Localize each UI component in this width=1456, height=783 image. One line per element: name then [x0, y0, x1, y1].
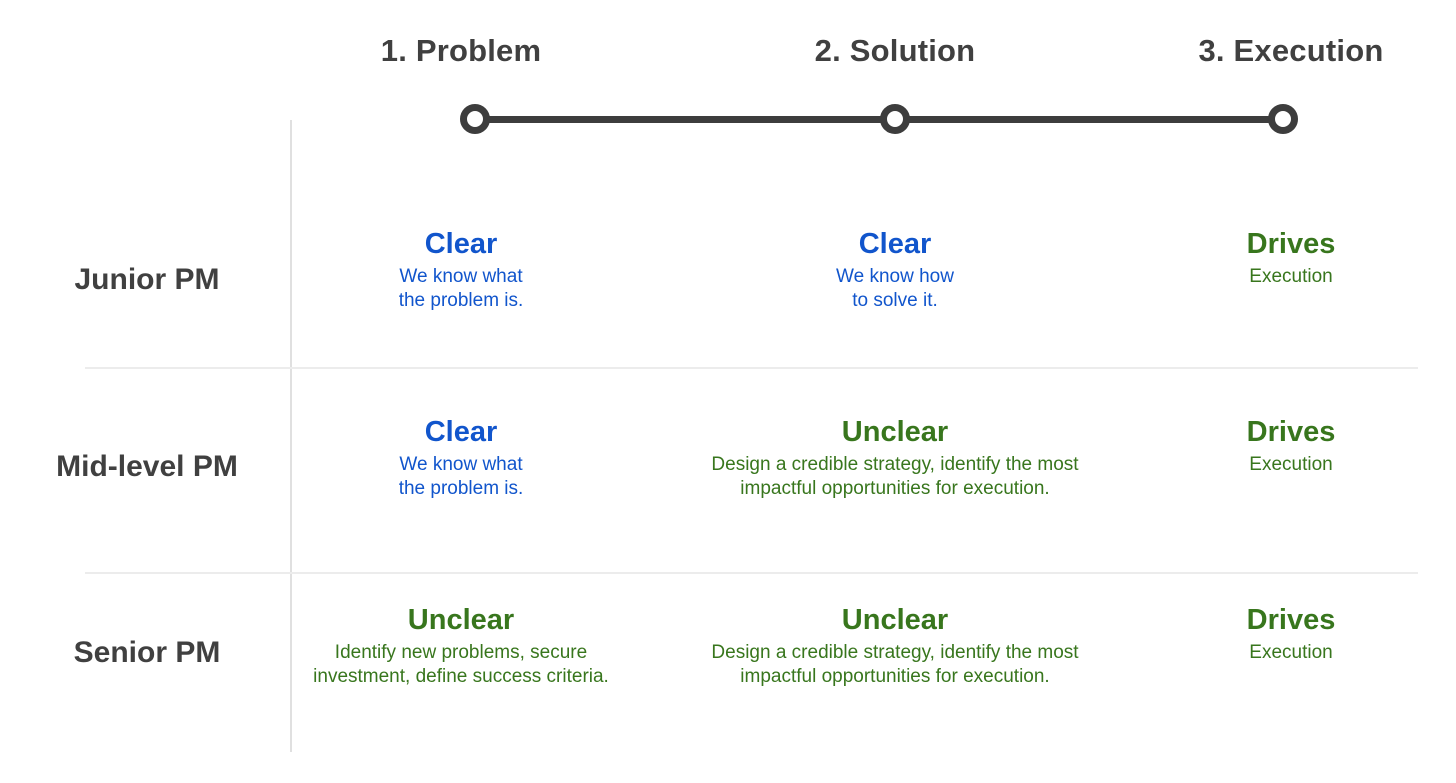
- cell-junior-execution: Drives Execution: [1141, 226, 1441, 289]
- cell-senior-problem: Unclear Identify new problems, secure in…: [241, 602, 681, 689]
- cell-status: Unclear: [841, 416, 949, 448]
- cell-junior-problem: Clear We know what the problem is.: [241, 226, 681, 313]
- cell-mid-solution: Unclear Design a credible strategy, iden…: [645, 414, 1145, 501]
- row-label-senior-pm: Senior PM: [73, 636, 221, 669]
- cell-description: Identify new problems, secure investment…: [313, 642, 609, 687]
- cell-status: Drives: [1246, 604, 1336, 636]
- timeline-node-solution-icon: [880, 104, 910, 134]
- cell-status: Unclear: [407, 604, 515, 636]
- cell-description: Design a credible strategy, identify the…: [711, 454, 1079, 499]
- cell-description: We know what the problem is.: [398, 454, 524, 499]
- column-header-problem: 1. Problem: [380, 33, 542, 68]
- row-divider-junior-mid: [85, 367, 1418, 369]
- timeline-line: [475, 116, 1283, 123]
- cell-mid-execution: Drives Execution: [1141, 414, 1441, 477]
- cell-description: Execution: [1249, 642, 1333, 663]
- cell-senior-execution: Drives Execution: [1141, 602, 1441, 665]
- row-label-divider: [290, 120, 292, 752]
- cell-description: Design a credible strategy, identify the…: [711, 642, 1079, 687]
- cell-description: Execution: [1249, 266, 1333, 287]
- column-header-solution: 2. Solution: [814, 33, 976, 68]
- cell-status: Drives: [1246, 228, 1336, 260]
- cell-junior-solution: Clear We know how to solve it.: [645, 226, 1145, 313]
- cell-description: Execution: [1249, 454, 1333, 475]
- timeline-node-execution-icon: [1268, 104, 1298, 134]
- column-header-execution: 3. Execution: [1198, 33, 1384, 68]
- cell-description: We know how to solve it.: [836, 266, 954, 311]
- cell-senior-solution: Unclear Design a credible strategy, iden…: [645, 602, 1145, 689]
- cell-status: Clear: [424, 228, 498, 260]
- row-label-mid-level-pm: Mid-level PM: [56, 450, 238, 483]
- row-label-junior-pm: Junior PM: [74, 263, 220, 296]
- cell-mid-problem: Clear We know what the problem is.: [241, 414, 681, 501]
- cell-status: Unclear: [841, 604, 949, 636]
- cell-description: We know what the problem is.: [398, 266, 524, 311]
- cell-status: Drives: [1246, 416, 1336, 448]
- cell-status: Clear: [858, 228, 932, 260]
- row-divider-mid-senior: [85, 572, 1418, 574]
- cell-status: Clear: [424, 416, 498, 448]
- timeline-node-problem-icon: [460, 104, 490, 134]
